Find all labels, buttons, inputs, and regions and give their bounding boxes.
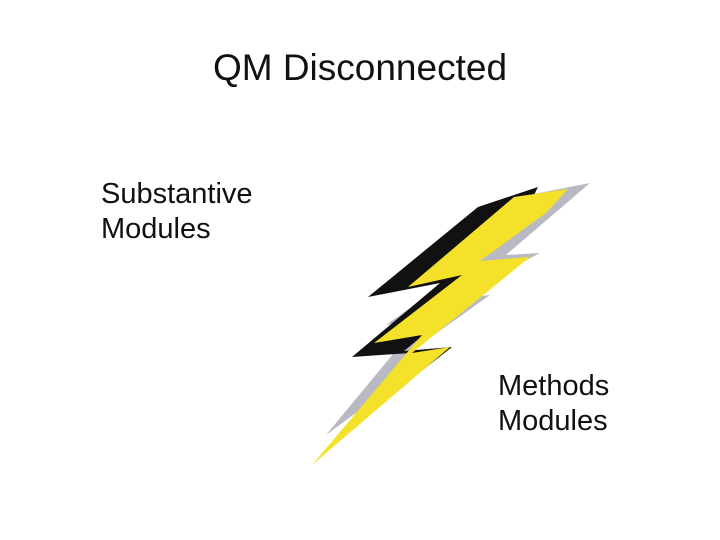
substantive-label-line-1: Substantive [101,178,253,210]
substantive-label-line-2: Modules [101,213,211,245]
methods-label-line-1: Methods [498,370,610,402]
substantive-modules-label: Substantive Modules [101,177,253,247]
methods-modules-label: Methods Modules [498,369,609,439]
bolt-yellow [312,189,568,465]
methods-label-line-2: Modules [498,405,608,437]
lightning-bolt-icon [312,183,590,465]
slide-title: QM Disconnected [212,47,508,88]
